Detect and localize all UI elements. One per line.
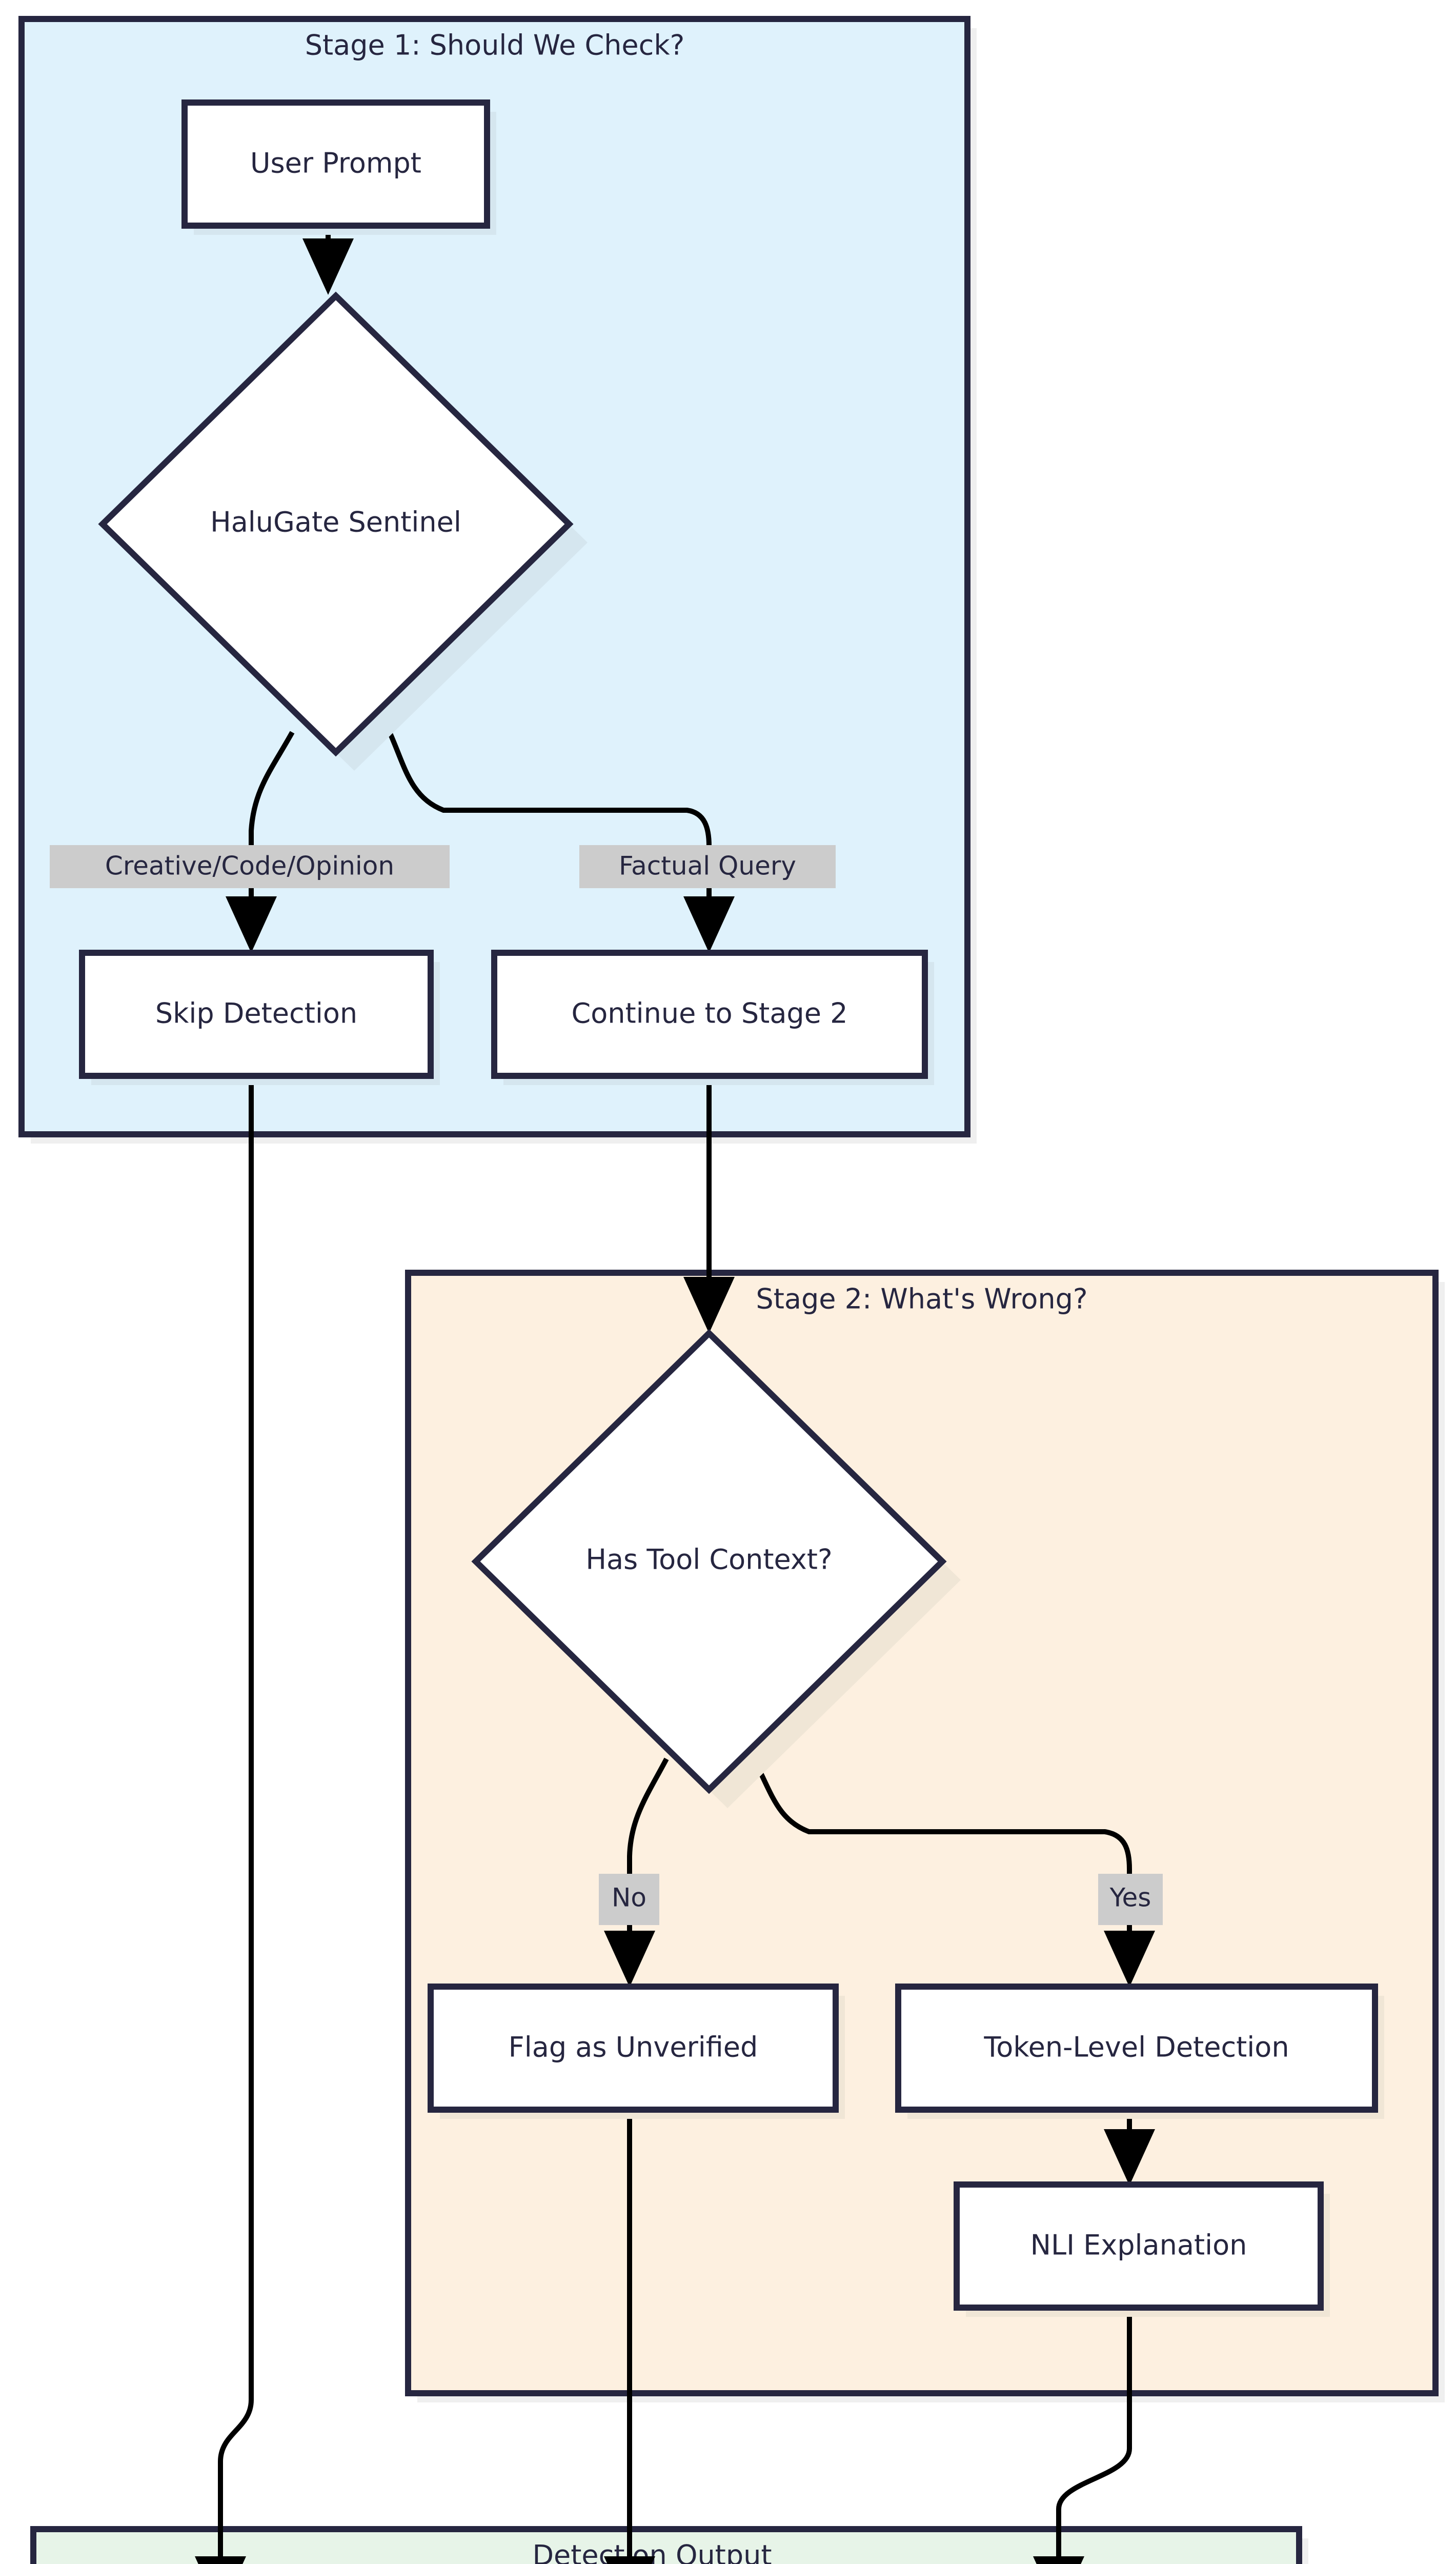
edge-nli-explanation-to-detailed-report xyxy=(1033,2308,1132,2564)
cluster-stage2-title: Stage 2: What's Wrong? xyxy=(756,1283,1087,1315)
edge-labels-layer: Creative/Code/Opinion Factual Query No Y… xyxy=(50,845,1163,1925)
node-token-level-detection[interactable]: Token-Level Detection xyxy=(895,1984,1384,2119)
node-has-tool-context-diamond[interactable] xyxy=(471,1329,947,1794)
node-continue-stage2-rect[interactable] xyxy=(491,950,928,1079)
edge-has-tool-context-to-token-level xyxy=(751,1757,1155,1987)
cluster-stage1-title: Stage 1: Should We Check? xyxy=(305,29,685,62)
node-skip-detection-label: Skip Detection xyxy=(155,997,357,1030)
node-user-prompt-rect[interactable] xyxy=(181,99,490,229)
node-halugate-sentinel-diamond[interactable] xyxy=(98,291,574,757)
edge-label-creative-text: Creative/Code/Opinion xyxy=(105,851,394,881)
edge-label-creative-code-opinion: Creative/Code/Opinion xyxy=(50,845,450,888)
edge-label-no: No xyxy=(599,1874,659,1925)
node-has-tool-context-label: Has Tool Context? xyxy=(585,1544,832,1576)
edge-label-yes-text: Yes xyxy=(1109,1883,1151,1913)
node-nli-explanation-rect[interactable] xyxy=(954,2181,1324,2311)
node-halugate-sentinel[interactable]: HaluGate Sentinel xyxy=(98,291,588,771)
node-token-level-rect[interactable] xyxy=(895,1984,1378,2113)
node-skip-detection[interactable]: Skip Detection xyxy=(79,950,440,1085)
node-flag-as-unverified[interactable]: Flag as Unverified xyxy=(428,1984,845,2119)
edge-label-no-text: No xyxy=(612,1883,646,1913)
edge-halugate-to-continue-stage2 xyxy=(387,731,735,953)
edges-layer xyxy=(195,222,1155,2564)
edge-label-factual-query: Factual Query xyxy=(579,845,836,888)
cluster-output-title: Detection Output xyxy=(532,2539,772,2564)
edge-label-factual-text: Factual Query xyxy=(619,851,796,881)
edge-label-creative-bg xyxy=(50,845,450,888)
edge-skip-detection-to-pass-through xyxy=(195,1075,254,2564)
node-flag-unverified-rect[interactable] xyxy=(428,1984,839,2113)
node-user-prompt-label: User Prompt xyxy=(250,147,421,179)
edge-halugate-to-skip-detection xyxy=(226,731,295,953)
edge-label-yes-bg xyxy=(1098,1874,1163,1925)
edge-label-no-bg xyxy=(599,1874,659,1925)
node-user-prompt[interactable]: User Prompt xyxy=(181,99,496,235)
node-nli-explanation[interactable]: NLI Explanation xyxy=(954,2181,1330,2317)
node-continue-to-stage-2[interactable]: Continue to Stage 2 xyxy=(491,950,934,1085)
node-halugate-sentinel-label: HaluGate Sentinel xyxy=(210,506,461,538)
node-skip-detection-rect[interactable] xyxy=(79,950,434,1079)
edge-label-yes: Yes xyxy=(1098,1874,1163,1925)
node-has-tool-context[interactable]: Has Tool Context? xyxy=(471,1329,961,1808)
node-continue-stage2-label: Continue to Stage 2 xyxy=(572,997,848,1030)
cluster-output: Detection Output xyxy=(30,2526,1308,2564)
edge-has-tool-context-to-flag-unverified xyxy=(604,1757,669,1987)
edge-label-factual-bg xyxy=(579,845,836,888)
node-nli-explanation-label: NLI Explanation xyxy=(1030,2229,1247,2261)
node-token-level-label: Token-Level Detection xyxy=(983,2031,1289,2064)
node-flag-unverified-label: Flag as Unverified xyxy=(509,2031,758,2064)
